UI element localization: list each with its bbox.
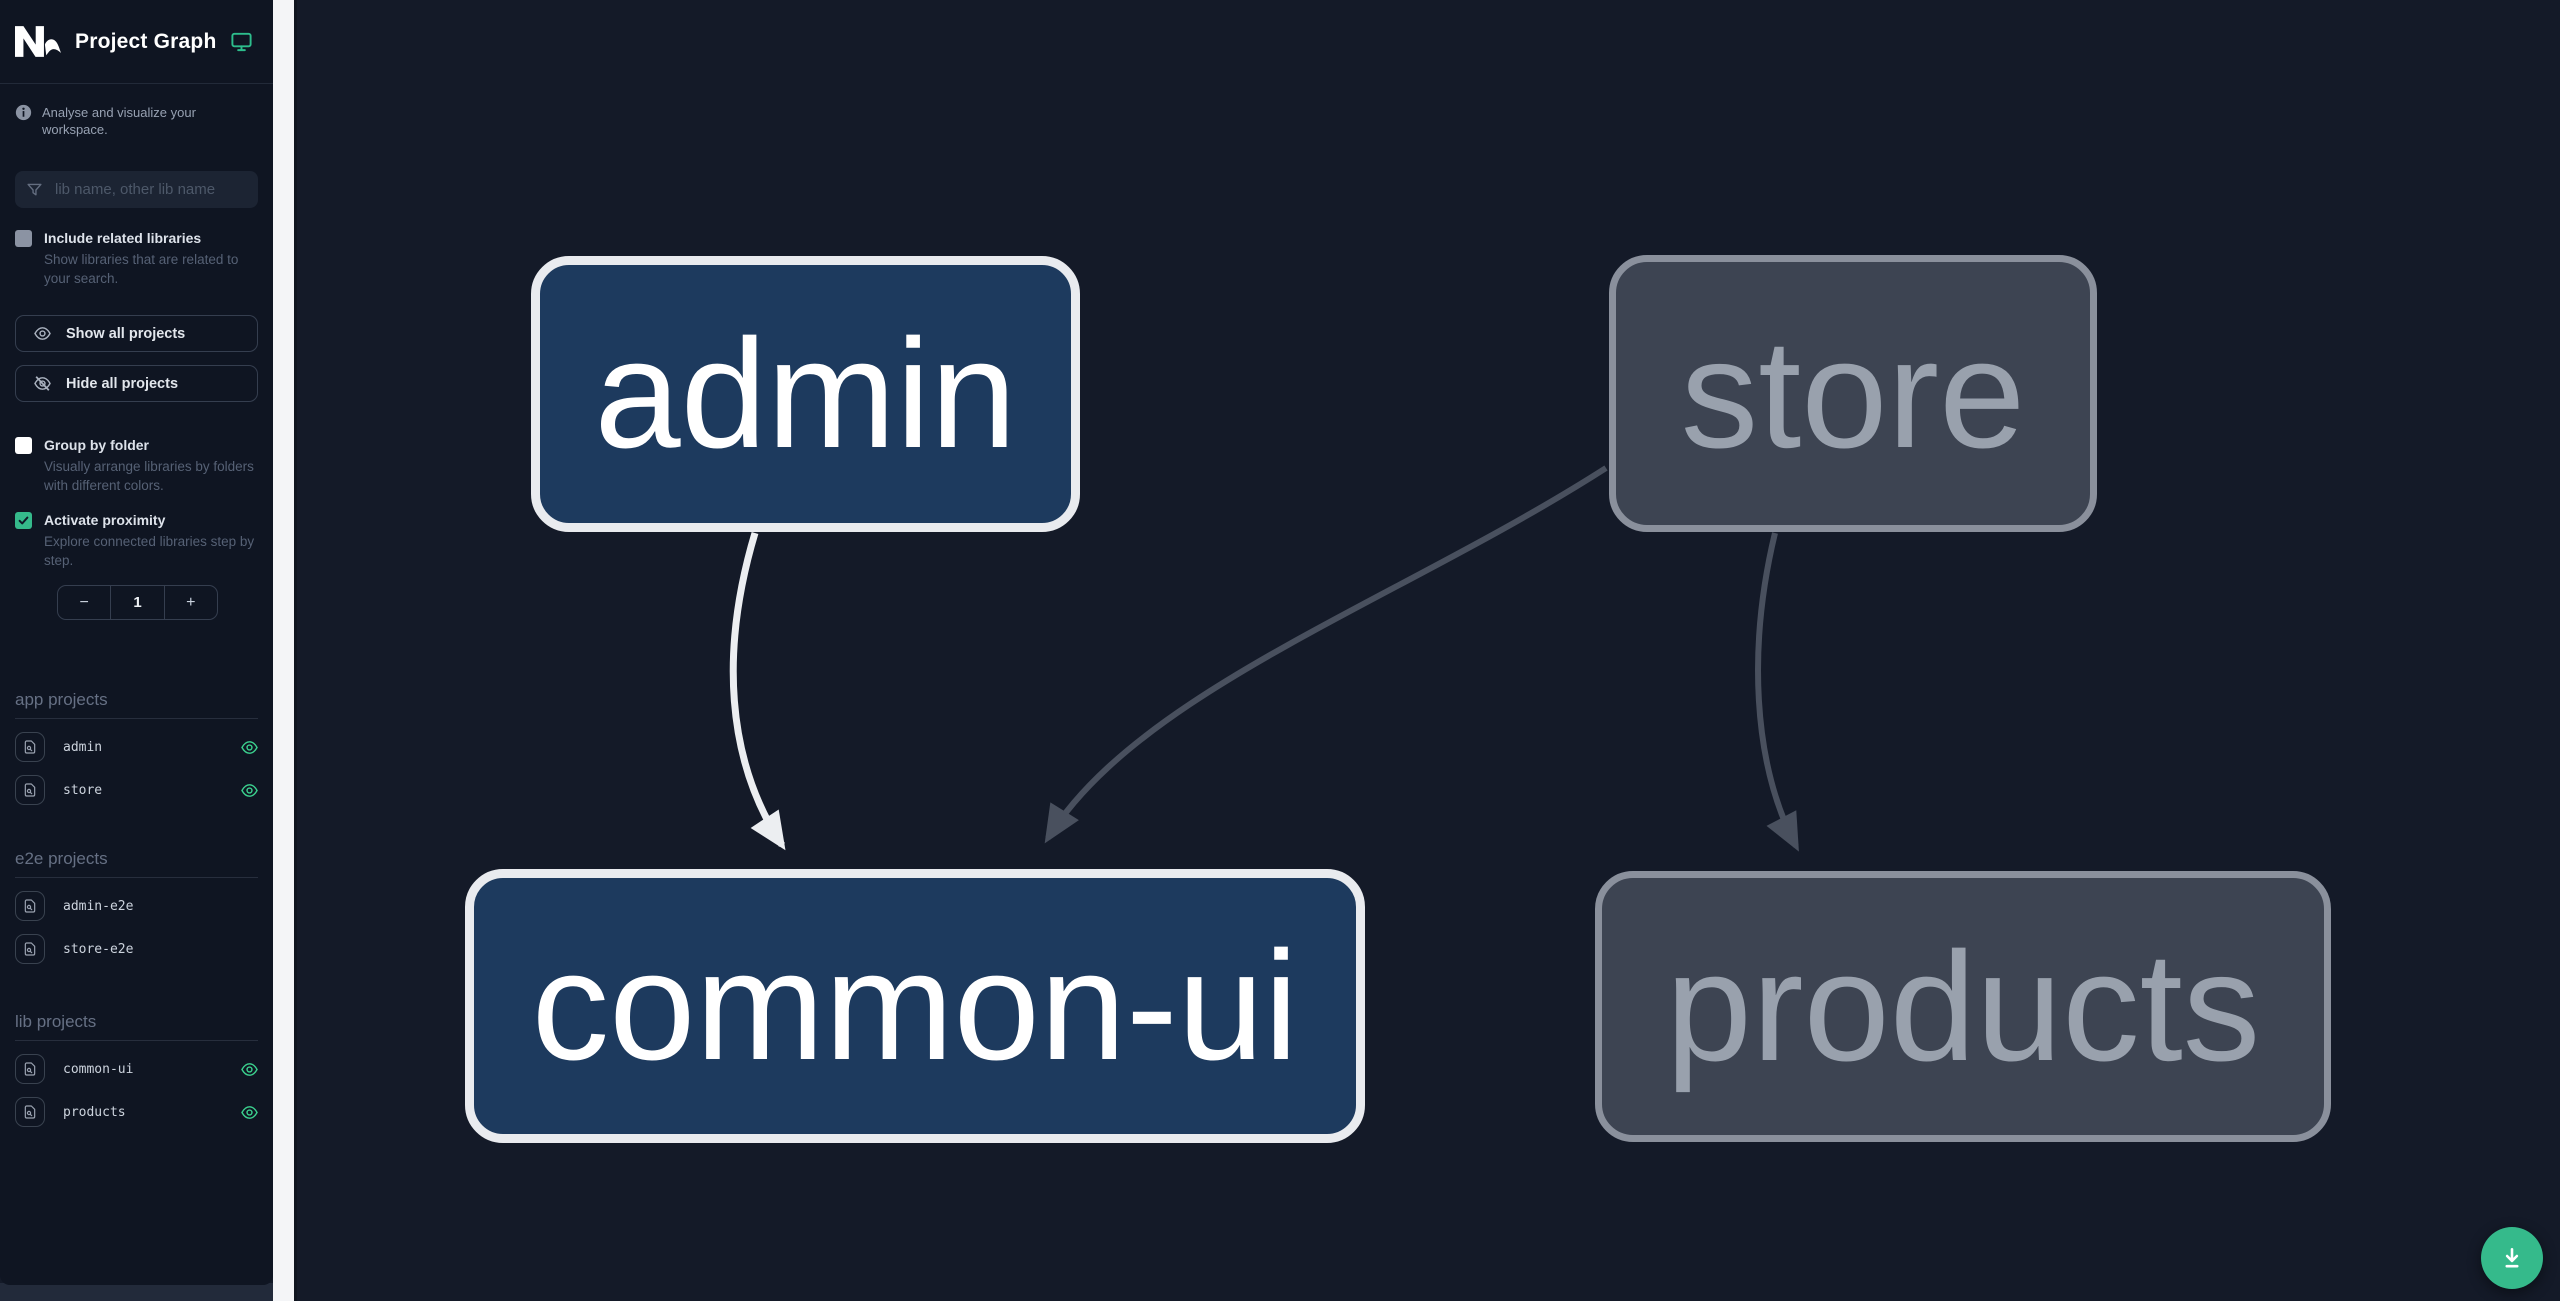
project-name: store bbox=[63, 782, 103, 798]
section-heading-e2e-projects: e2e projects bbox=[15, 849, 258, 878]
document-magnifier-icon bbox=[24, 1062, 36, 1076]
check-icon bbox=[18, 516, 29, 525]
proximity-value[interactable]: 1 bbox=[110, 586, 165, 619]
edge-store-products[interactable] bbox=[1755, 532, 1799, 852]
document-magnifier-icon bbox=[24, 899, 36, 913]
group-by-folder-description: Visually arrange libraries by folders wi… bbox=[44, 459, 254, 493]
eye-icon[interactable] bbox=[240, 1060, 259, 1079]
focus-project-button[interactable] bbox=[15, 1054, 45, 1084]
download-icon bbox=[2505, 1247, 2519, 1268]
activate-proximity-checkbox[interactable] bbox=[15, 512, 32, 529]
node-label: admin bbox=[594, 307, 1017, 480]
show-all-projects-label: Show all projects bbox=[66, 325, 186, 342]
document-magnifier-icon bbox=[24, 942, 36, 956]
proximity-increment-button[interactable]: + bbox=[186, 593, 196, 611]
info-icon bbox=[15, 104, 32, 121]
eye-icon[interactable] bbox=[240, 781, 259, 800]
proximity-stepper: − 1 + bbox=[57, 585, 218, 620]
show-all-projects-button[interactable]: Show all projects bbox=[15, 315, 258, 352]
nx-logo bbox=[15, 26, 61, 57]
window-bottom-strip bbox=[0, 1283, 273, 1301]
project-name: admin bbox=[63, 739, 103, 755]
document-magnifier-icon bbox=[24, 740, 36, 754]
focus-project-button[interactable] bbox=[15, 934, 45, 964]
node-label: products bbox=[1665, 919, 2261, 1093]
eye-off-icon bbox=[34, 376, 51, 391]
filter-input[interactable] bbox=[53, 180, 256, 199]
eye-icon[interactable] bbox=[240, 1103, 259, 1122]
include-related-label: Include related libraries bbox=[44, 230, 202, 246]
tagline-text: Analyse and visualize your workspace. bbox=[42, 105, 196, 137]
eye-icon bbox=[34, 327, 51, 340]
project-row-store: store bbox=[15, 775, 265, 805]
group-by-folder-checkbox[interactable] bbox=[15, 437, 32, 454]
document-magnifier-icon bbox=[24, 1105, 36, 1119]
project-row-common-ui: common-ui bbox=[15, 1054, 265, 1084]
project-row-products: products bbox=[15, 1097, 265, 1127]
edge-admin-common-ui[interactable] bbox=[729, 531, 786, 851]
include-related-row: Include related libraries Show libraries… bbox=[0, 229, 273, 288]
app-title: Project Graph bbox=[75, 29, 217, 53]
group-by-folder-label: Group by folder bbox=[44, 437, 149, 453]
monitor-icon[interactable] bbox=[230, 30, 253, 53]
activate-proximity-description: Explore connected libraries step by step… bbox=[44, 534, 255, 568]
proximity-decrement-button[interactable]: − bbox=[79, 593, 89, 611]
filter-box bbox=[15, 171, 258, 208]
edge-store-common-ui[interactable] bbox=[1044, 465, 1608, 844]
section-heading-lib-projects: lib projects bbox=[15, 1012, 258, 1041]
project-row-admin: admin bbox=[15, 732, 265, 762]
download-image-button[interactable] bbox=[2481, 1227, 2543, 1289]
sidebar-header: Project Graph bbox=[0, 0, 273, 84]
include-related-checkbox[interactable] bbox=[15, 230, 32, 247]
project-row-admin-e2e: admin-e2e bbox=[15, 891, 265, 921]
focus-project-button[interactable] bbox=[15, 732, 45, 762]
focus-project-button[interactable] bbox=[15, 1097, 45, 1127]
focus-project-button[interactable] bbox=[15, 775, 45, 805]
graph-node-store[interactable]: store bbox=[1609, 255, 2097, 532]
sidebar-resizer[interactable] bbox=[273, 0, 297, 1301]
focus-project-button[interactable] bbox=[15, 891, 45, 921]
graph-node-common-ui[interactable]: common-ui bbox=[465, 869, 1365, 1143]
node-label: common-ui bbox=[531, 919, 1299, 1092]
node-label: store bbox=[1680, 306, 2026, 480]
hide-all-projects-button[interactable]: Hide all projects bbox=[15, 365, 258, 402]
project-name: store-e2e bbox=[63, 941, 134, 957]
project-name: products bbox=[63, 1104, 126, 1120]
tagline-row: Analyse and visualize your workspace. bbox=[0, 104, 273, 138]
graph-node-admin[interactable]: admin bbox=[531, 256, 1080, 532]
activate-proximity-row: Activate proximity Explore connected lib… bbox=[0, 511, 273, 570]
project-name: admin-e2e bbox=[63, 898, 134, 914]
include-related-description: Show libraries that are related to your … bbox=[44, 252, 239, 286]
sidebar: Project Graph Analyse and visualize your… bbox=[0, 0, 273, 1285]
section-heading-app-projects: app projects bbox=[15, 690, 258, 719]
graph-node-products[interactable]: products bbox=[1595, 871, 2331, 1142]
hide-all-projects-label: Hide all projects bbox=[66, 375, 179, 392]
activate-proximity-label: Activate proximity bbox=[44, 512, 166, 528]
document-magnifier-icon bbox=[24, 783, 36, 797]
project-row-store-e2e: store-e2e bbox=[15, 934, 265, 964]
funnel-icon bbox=[26, 181, 43, 198]
group-by-folder-row: Group by folder Visually arrange librari… bbox=[0, 436, 273, 495]
eye-icon[interactable] bbox=[240, 738, 259, 757]
project-name: common-ui bbox=[63, 1061, 134, 1077]
